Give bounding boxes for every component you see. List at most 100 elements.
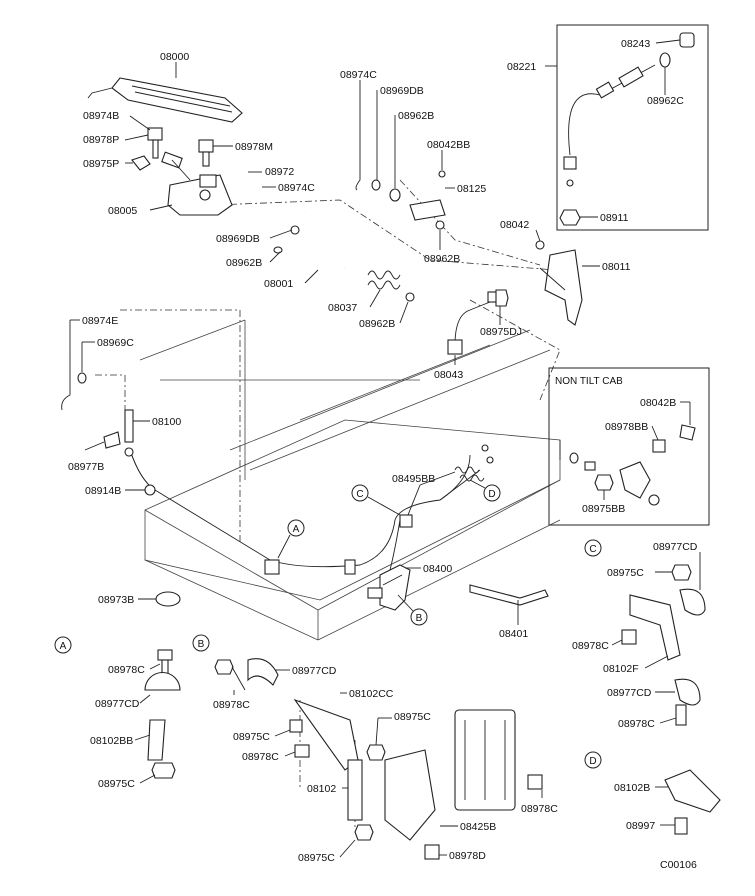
- callout-08978P: 08978P: [83, 134, 119, 146]
- callout-08975C-c: 08975C: [394, 711, 431, 723]
- drawing-code: C00106: [660, 859, 697, 871]
- callout-08975C-a: 08975C: [607, 567, 644, 579]
- marker-B-detail-text: B: [198, 639, 205, 650]
- callout-08978D: 08978D: [449, 850, 486, 862]
- callout-08975BB: 08975BB: [582, 503, 625, 515]
- callout-08977B: 08977B: [68, 461, 104, 473]
- callout-08102BB: 08102BB: [90, 735, 133, 747]
- callout-08977CD-a: 08977CD: [653, 541, 698, 553]
- callout-08400: 08400: [423, 563, 452, 575]
- cable-clamps: [264, 514, 413, 575]
- spring-links: [454, 444, 494, 482]
- callout-08977CD-b: 08977CD: [607, 687, 652, 699]
- marker-D-main-text: D: [488, 489, 495, 500]
- callout-08977CD-c: 08977CD: [95, 698, 140, 710]
- detail-c-parts: [621, 564, 706, 726]
- marker-A-main: A: [277, 519, 305, 559]
- callout-08978C-e: 08978C: [242, 751, 279, 763]
- callout-08975C-e: 08975C: [298, 852, 335, 864]
- non-tilt-cab-title: NON TILT CAB: [555, 376, 623, 387]
- callout-08962B-c: 08962B: [424, 253, 460, 265]
- callout-08973B: 08973B: [98, 594, 134, 606]
- callout-08974C-b: 08974C: [340, 69, 377, 81]
- callout-08997: 08997: [626, 820, 655, 832]
- callout-08125: 08125: [457, 183, 486, 195]
- marker-B-main-text: B: [416, 613, 423, 624]
- callout-08962C: 08962C: [647, 95, 684, 107]
- callout-08042BB-a: 08042BB: [427, 139, 470, 151]
- callout-08401: 08401: [499, 628, 528, 640]
- main-cable: [103, 409, 481, 571]
- bracket-08401: [469, 584, 549, 606]
- accelerator-lever: [273, 205, 347, 281]
- callout-08975P: 08975P: [83, 158, 119, 170]
- mounting-bracket: [535, 240, 583, 326]
- pedal-fasteners: [131, 127, 214, 181]
- callout-08100: 08100: [152, 416, 181, 428]
- callout-08974C-a: 08974C: [278, 182, 315, 194]
- callout-08978C-f: 08978C: [521, 803, 558, 815]
- callout-08102CC: 08102CC: [349, 688, 394, 700]
- callout-08425B: 08425B: [460, 821, 496, 833]
- marker-C-detail-text: C: [589, 544, 596, 555]
- grommet: [155, 591, 181, 607]
- callout-08978C-d: 08978C: [213, 699, 250, 711]
- callout-08962B-b: 08962B: [398, 110, 434, 122]
- callout-08974E: 08974E: [82, 315, 118, 327]
- callout-08978C-c: 08978C: [108, 664, 145, 676]
- callout-08972: 08972: [265, 166, 294, 178]
- upper-clip-parts: [355, 85, 446, 230]
- callout-08037: 08037: [328, 302, 357, 314]
- marker-A-detail: A: [54, 636, 72, 654]
- marker-A-main-text: A: [293, 524, 300, 535]
- callout-08975DJ: 08975DJ: [480, 326, 522, 338]
- accelerator-pedal: [87, 77, 243, 123]
- callout-08974B: 08974B: [83, 110, 119, 122]
- marker-C-main: C: [351, 484, 401, 516]
- callout-08962B-d: 08962B: [359, 318, 395, 330]
- marker-D-detail-text: D: [589, 756, 596, 767]
- callout-08042B: 08042B: [640, 397, 676, 409]
- callout-08000: 08000: [160, 51, 189, 63]
- callouts: 08000 08974B 08978P 08975P 08978M 08005 …: [68, 38, 701, 864]
- callout-08975C-b: 08975C: [98, 778, 135, 790]
- callout-08969DB-a: 08969DB: [216, 233, 260, 245]
- callout-08102F: 08102F: [603, 663, 639, 675]
- cable-detail-box: [556, 24, 709, 231]
- callout-08221: 08221: [507, 61, 536, 73]
- truck-frame: [139, 319, 561, 641]
- callout-08978M: 08978M: [235, 141, 273, 153]
- callout-08969DB-b: 08969DB: [380, 85, 424, 97]
- callout-08102B: 08102B: [614, 782, 650, 794]
- marker-D-main: D: [469, 479, 501, 502]
- marker-A-detail-text: A: [60, 641, 67, 652]
- non-tilt-cab-box: [548, 367, 710, 526]
- cable-end-assembly: [447, 289, 509, 355]
- pedal-bracket: [167, 174, 233, 216]
- callout-08495BB: 08495BB: [392, 473, 435, 485]
- actuator: [367, 564, 411, 611]
- clip-and-washer: [61, 350, 87, 411]
- callout-08243: 08243: [621, 38, 650, 50]
- marker-D-detail: D: [584, 751, 602, 769]
- callout-08914B: 08914B: [85, 485, 121, 497]
- callout-08978BB: 08978BB: [605, 421, 648, 433]
- detail-a-parts: [144, 649, 181, 779]
- callout-08005: 08005: [108, 205, 137, 217]
- callout-08969C: 08969C: [97, 337, 134, 349]
- callout-08975C-d: 08975C: [233, 731, 270, 743]
- callout-08011: 08011: [602, 261, 631, 273]
- callout-08043: 08043: [434, 369, 463, 381]
- callout-08977CD-d: 08977CD: [292, 665, 337, 677]
- callout-08001: 08001: [264, 278, 293, 290]
- callout-08962B-a: 08962B: [226, 257, 262, 269]
- callout-08978C-a: 08978C: [572, 640, 609, 652]
- detail-d-parts: [664, 769, 721, 835]
- callout-08978C-b: 08978C: [618, 718, 655, 730]
- marker-C-detail: C: [584, 539, 602, 557]
- callout-08042: 08042: [500, 219, 529, 231]
- marker-B-detail: B: [192, 634, 210, 652]
- detail-b-parts: [214, 658, 543, 860]
- callout-08911: 08911: [600, 212, 629, 224]
